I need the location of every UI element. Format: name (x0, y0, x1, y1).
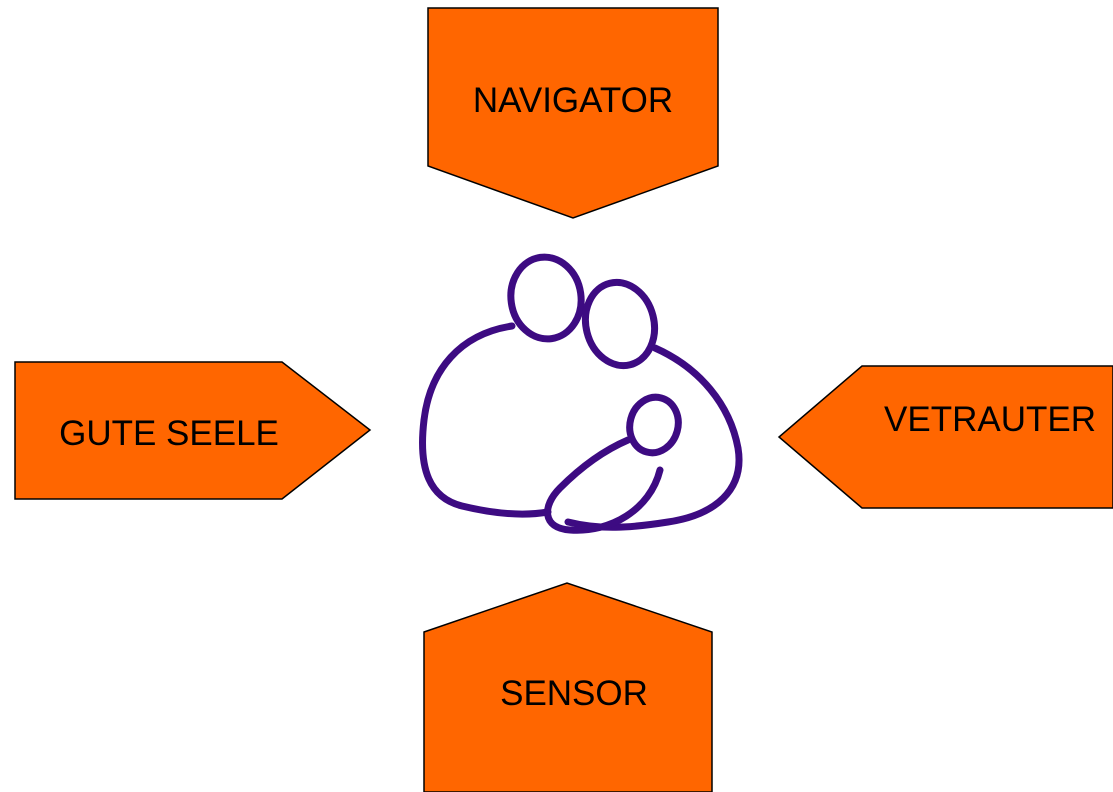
adult-head-left (507, 253, 585, 343)
arrow-vetrauter: VETRAUTER (777, 365, 1113, 509)
arrow-gute-seele: GUTE SEELE (14, 361, 372, 500)
child-body (544, 436, 664, 534)
arrow-sensor-label: SENSOR (500, 674, 648, 713)
arrow-gute-seele-shape (14, 361, 372, 500)
arrow-vetrauter-label: VETRAUTER (884, 400, 1096, 439)
adult-head-right (581, 278, 659, 370)
arrow-gute-seele-label: GUTE SEELE (59, 414, 279, 453)
child-head (626, 393, 682, 457)
adult-body-right (564, 344, 743, 531)
family-embrace-icon (419, 253, 743, 534)
arrow-sensor-shape (423, 582, 713, 792)
arrow-navigator-label: NAVIGATOR (473, 81, 673, 120)
arrow-navigator: NAVIGATOR (427, 7, 719, 219)
arrow-navigator-shape (427, 7, 719, 219)
adult-body-left (419, 322, 552, 518)
arrow-sensor: SENSOR (423, 582, 713, 792)
arrow-vetrauter-shape (777, 365, 1113, 509)
